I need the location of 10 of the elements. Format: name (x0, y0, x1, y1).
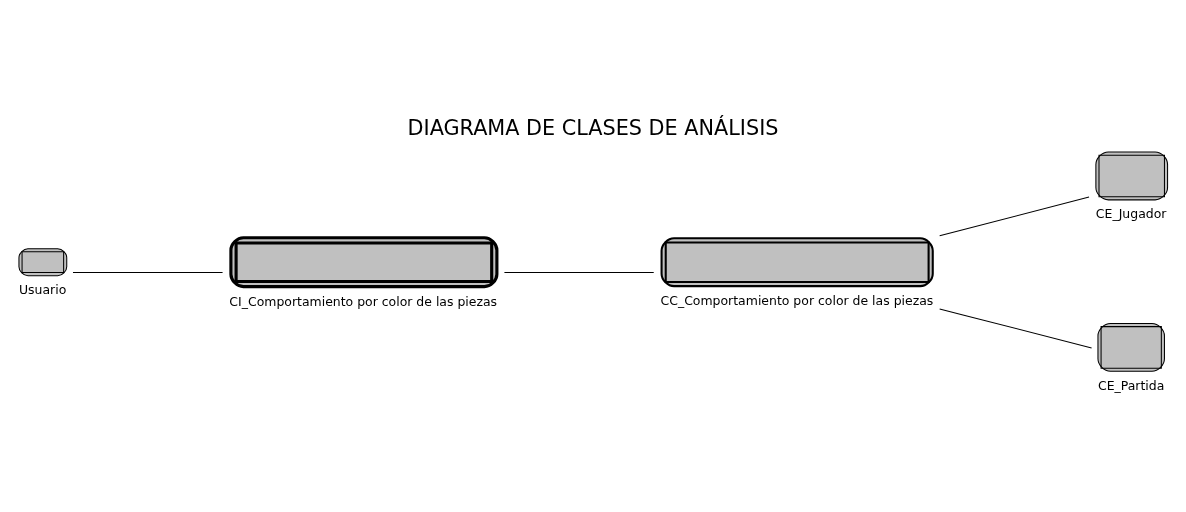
connector (939, 307, 1093, 348)
connector (939, 196, 1090, 236)
connector (72, 271, 224, 273)
node-label: CC_Comportamiento por color de las piezas (660, 292, 934, 308)
diagram-title: DIAGRAMA DE CLASES DE ANÁLISIS (407, 115, 779, 140)
node-label: Usuario (18, 281, 67, 297)
connector (503, 271, 655, 273)
node-label: CE_Partida (1097, 377, 1165, 393)
node-label: CE_Jugador (1095, 205, 1167, 221)
node-label: CI_Comportamiento por color de las piezas (229, 293, 498, 309)
